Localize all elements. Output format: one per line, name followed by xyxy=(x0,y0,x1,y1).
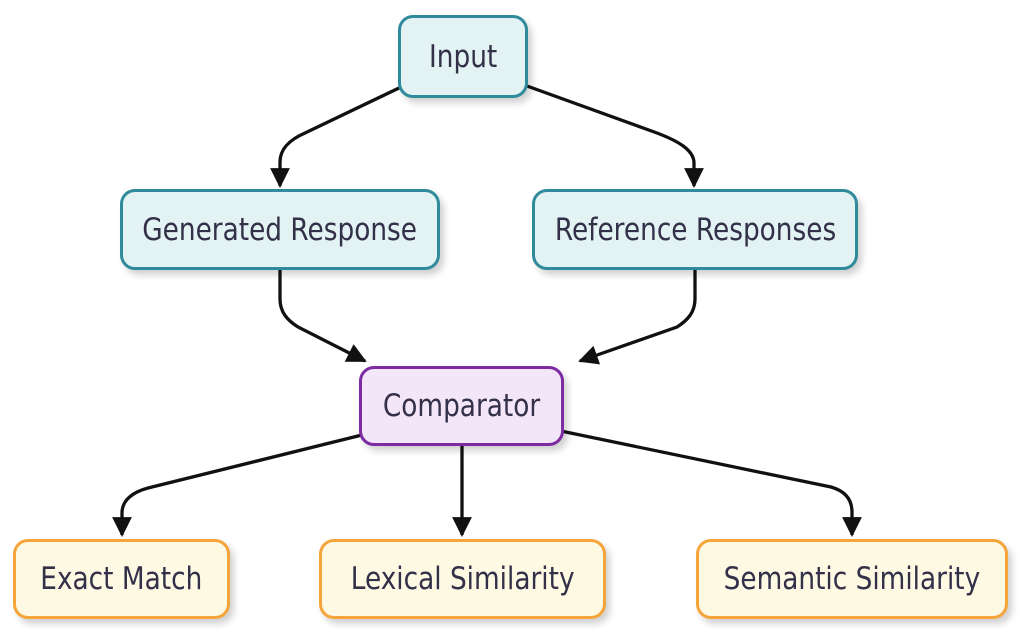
edge-input-to-generated-response xyxy=(270,86,400,188)
node-input: Input xyxy=(398,15,528,98)
node-generated-response-label: Generated Response xyxy=(142,211,418,248)
edge-comparator-to-exact-match xyxy=(112,431,371,537)
node-exact-match-label: Exact Match xyxy=(40,561,203,597)
node-input-label: Input xyxy=(428,38,498,75)
edge-reference-responses-to-comparator xyxy=(578,270,697,365)
edge-comparator-to-semantic-similarity xyxy=(555,428,862,537)
node-comparator: Comparator xyxy=(359,366,564,446)
node-reference-responses: Reference Responses xyxy=(532,189,858,270)
edge-generated-response-to-comparator xyxy=(278,270,367,363)
node-lexical-similarity: Lexical Similarity xyxy=(319,539,606,619)
node-exact-match: Exact Match xyxy=(13,539,230,619)
edge-input-to-reference-responses xyxy=(526,84,704,188)
node-lexical-similarity-label: Lexical Similarity xyxy=(350,561,575,597)
node-semantic-similarity-label: Semantic Similarity xyxy=(723,561,981,597)
node-comparator-label: Comparator xyxy=(382,388,541,424)
node-reference-responses-label: Reference Responses xyxy=(554,211,836,248)
node-semantic-similarity: Semantic Similarity xyxy=(696,539,1008,619)
node-generated-response: Generated Response xyxy=(120,189,440,270)
